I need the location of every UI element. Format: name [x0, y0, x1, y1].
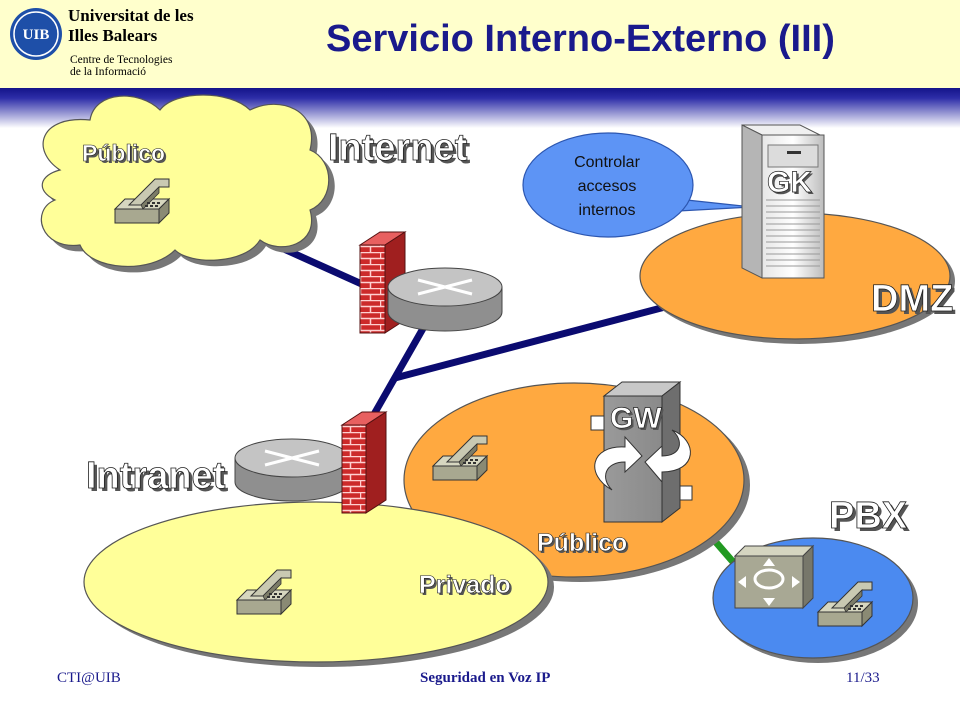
footer-course-title: Seguridad en Voz IP [420, 670, 551, 686]
pbx-label: PBX [829, 495, 908, 537]
centre-name: Centre de Tecnologies de la Informació [70, 54, 172, 78]
dmz-label: DMZ [871, 278, 953, 320]
cloud-label-shadow: Público [84, 142, 167, 168]
internet-label: Internet [328, 127, 468, 169]
header-bar [0, 0, 960, 88]
logo-text: UIB [23, 27, 50, 43]
gatekeeper-server-icon [741, 124, 825, 279]
dmz-label-shadow: DMZ [874, 281, 956, 323]
callout-bubble [522, 132, 753, 238]
public-label: Público [537, 529, 627, 557]
private-zone [83, 501, 549, 663]
intranet-label: Intranet [86, 455, 226, 497]
firewall-icon-lower [340, 411, 388, 514]
link-router-dmz [394, 303, 666, 382]
pbx-switch-icon [733, 544, 815, 610]
gw-label-shadow: GW [612, 404, 664, 437]
internet-label-shadow: Internet [331, 130, 471, 172]
slide-title: Servicio Interno-Externo (III) [326, 18, 835, 60]
centre-name-line-1: Centre de Tecnologies [70, 54, 173, 66]
university-name-line-1: Universitat de les [68, 6, 194, 25]
callout-line-1: Controlar [574, 154, 640, 171]
university-name: Universitat de les Illes Balears [68, 6, 194, 46]
callout-line-2: accesos [578, 178, 637, 195]
private-label-shadow: Privado [421, 573, 513, 601]
centre-name-line-2: de la Informació [70, 66, 146, 78]
private-label: Privado [419, 571, 511, 599]
router-icon-lower [234, 438, 350, 502]
intranet-label-shadow: Intranet [89, 458, 229, 500]
gk-label: GK [767, 166, 812, 199]
gw-label: GW [610, 402, 662, 435]
footer-org: CTI@UIB [57, 670, 121, 686]
internet-cloud [40, 94, 335, 273]
gk-label-shadow: GK [769, 168, 814, 201]
callout-line-3: internos [579, 202, 636, 219]
router-icon-upper [387, 267, 503, 332]
uib-logo: UIB [10, 8, 62, 60]
cloud-label: Público [82, 140, 165, 166]
university-name-line-2: Illes Balears [68, 26, 158, 45]
public-label-shadow: Público [539, 531, 629, 559]
footer-page-number: 11/33 [846, 670, 880, 686]
gateway-icon [590, 380, 693, 524]
pbx-label-shadow: PBX [832, 498, 911, 540]
